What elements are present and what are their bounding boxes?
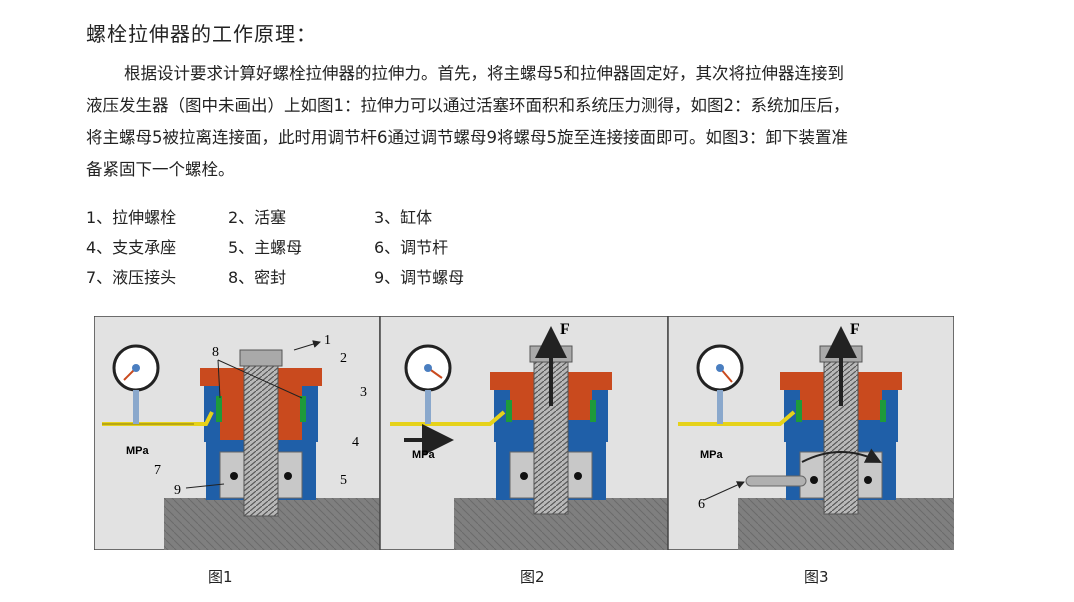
force-label: F <box>850 321 860 338</box>
gauge-unit-label: MPa <box>412 449 436 461</box>
gauge-unit-label: MPa <box>126 445 150 457</box>
description-paragraph: 根据设计要求计算好螺栓拉伸器的拉伸力。首先，将主螺母5和拉伸器固定好，其次将拉伸… <box>86 58 1006 186</box>
legend-item: 3、缸体 <box>374 208 433 227</box>
figure-caption: 图3 <box>804 568 829 586</box>
callout-label: 1 <box>324 333 331 348</box>
paragraph-line: 根据设计要求计算好螺栓拉伸器的拉伸力。首先，将主螺母5和拉伸器固定好，其次将拉伸… <box>124 64 844 83</box>
callout-label: 7 <box>154 463 161 478</box>
figure-2-panel: F MPa <box>379 316 669 550</box>
legend-item: 9、调节螺母 <box>374 268 465 287</box>
legend-item: 7、液压接头 <box>86 268 177 287</box>
legend-item: 1、拉伸螺栓 <box>86 208 177 227</box>
bolt-tensioner-figures: MPa 1 2 3 4 5 7 8 9 F MPa <box>94 316 954 550</box>
figure-caption: 图1 <box>208 568 233 586</box>
figure-3-panel: F 6 MPa <box>667 316 954 550</box>
legend-item: 2、活塞 <box>228 208 287 227</box>
legend-item: 8、密封 <box>228 268 287 287</box>
gauge-unit-label: MPa <box>700 449 724 461</box>
callout-label: 6 <box>698 497 705 512</box>
page-title: 螺栓拉伸器的工作原理： <box>86 22 317 46</box>
tension-bolt <box>243 355 279 517</box>
callout-label: 3 <box>360 385 367 400</box>
figure-1-panel: MPa 1 2 3 4 5 7 8 9 <box>94 316 381 550</box>
figure-caption: 图2 <box>520 568 545 586</box>
legend-item: 5、主螺母 <box>228 238 303 257</box>
callout-label: 8 <box>212 345 219 360</box>
adjusting-rod <box>745 475 807 487</box>
paragraph-line: 液压发生器（图中未画出）上如图1：拉伸力可以通过活塞环面积和系统压力测得，如图2… <box>86 96 850 115</box>
rotation-arrow <box>801 448 882 463</box>
seal <box>216 396 222 422</box>
callout-label: 2 <box>340 351 347 366</box>
hydraulic-line <box>678 410 796 426</box>
callout-label: 4 <box>352 435 359 450</box>
legend-item: 4、支支承座 <box>86 238 177 257</box>
paragraph-line: 将主螺母5被拉离连接面，此时用调节杆6通过调节螺母9将螺母5旋至连接接面即可。如… <box>86 128 848 147</box>
callout-label: 5 <box>340 473 347 488</box>
callout-label: 9 <box>174 483 181 498</box>
seal <box>300 396 306 422</box>
legend-item: 6、调节杆 <box>374 238 449 257</box>
paragraph-line: 备紧固下一个螺栓。 <box>86 160 235 179</box>
force-label: F <box>560 321 570 338</box>
